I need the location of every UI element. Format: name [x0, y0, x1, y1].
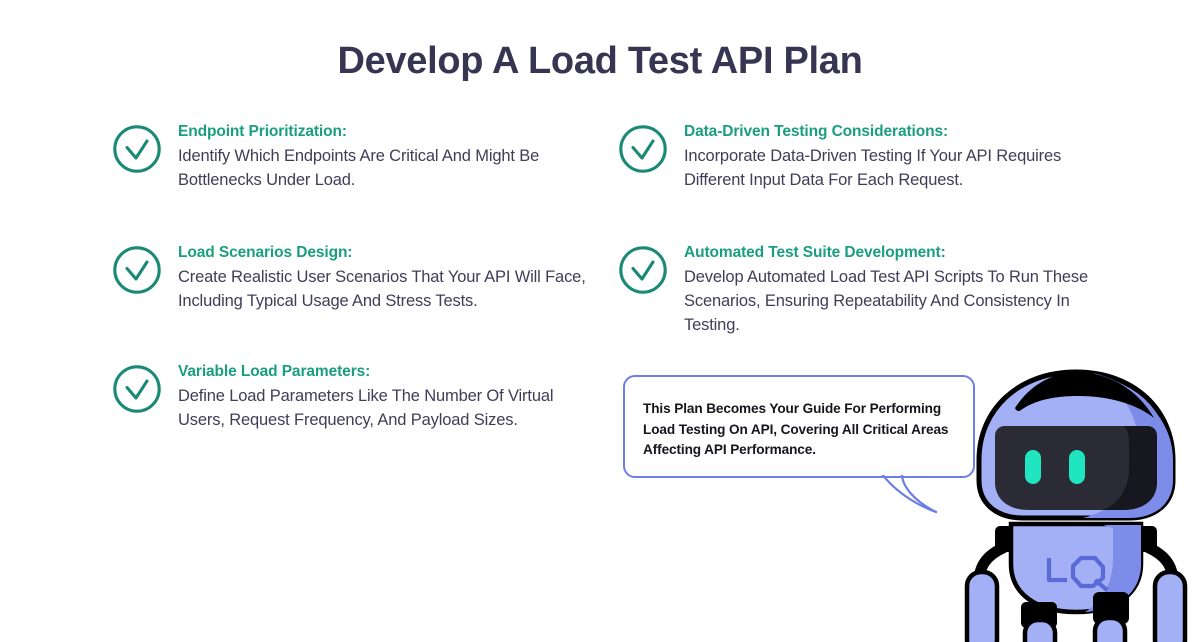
check-circle-icon [618, 245, 668, 295]
speech-bubble-text: This Plan Becomes Your Guide For Perform… [643, 401, 949, 458]
check-circle-icon [112, 124, 162, 174]
robot-eye-right [1069, 450, 1085, 484]
checklist-item-text: Create Realistic User Scenarios That You… [178, 267, 586, 311]
checklist-item-text: Develop Automated Load Test API Scripts … [684, 267, 1089, 335]
checklist-item-body: Endpoint Prioritization: Identify Which … [178, 122, 592, 192]
checklist-item-text: Incorporate Data-Driven Testing If Your … [684, 146, 1062, 190]
checklist-item-heading: Endpoint Prioritization: [178, 123, 347, 140]
checklist-item-heading: Variable Load Parameters: [178, 363, 371, 380]
checklist-item-body: Automated Test Suite Development: Develo… [684, 243, 1098, 338]
check-circle-icon [112, 245, 162, 295]
checklist-item-body: Load Scenarios Design: Create Realistic … [178, 243, 592, 313]
check-circle-icon [112, 364, 162, 414]
checklist-item-heading: Automated Test Suite Development: [684, 244, 946, 261]
checklist-item: Endpoint Prioritization: Identify Which … [112, 122, 592, 192]
checklist-item: Automated Test Suite Development: Develo… [618, 243, 1098, 338]
robot-eye-left [1025, 450, 1041, 484]
checklist-item: Load Scenarios Design: Create Realistic … [112, 243, 592, 313]
checklist-item-heading: Data-Driven Testing Considerations: [684, 123, 949, 140]
checklist-item: Variable Load Parameters: Define Load Pa… [112, 362, 592, 432]
robot-chest-logo-icon [1046, 555, 1109, 592]
checklist-item: Data-Driven Testing Considerations: Inco… [618, 122, 1098, 192]
checklist-item-text: Define Load Parameters Like The Number O… [178, 386, 554, 430]
checklist-item-body: Variable Load Parameters: Define Load Pa… [178, 362, 592, 432]
checklist-item-body: Data-Driven Testing Considerations: Inco… [684, 122, 1098, 192]
speech-bubble: This Plan Becomes Your Guide For Perform… [623, 375, 975, 478]
robot-mascot-icon [963, 368, 1189, 642]
checklist-item-heading: Load Scenarios Design: [178, 244, 353, 261]
page-title: Develop A Load Test API Plan [337, 40, 863, 82]
check-circle-icon [618, 124, 668, 174]
checklist-item-text: Identify Which Endpoints Are Critical An… [178, 146, 540, 190]
